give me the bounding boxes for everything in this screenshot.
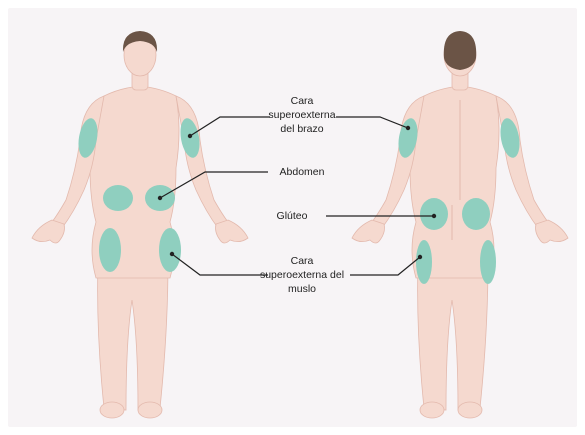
back-zone-gluteus-right [462,198,490,230]
label-arm: Cara superoexterna del brazo [262,94,342,136]
label-thigh-line-3: muslo [252,282,352,296]
back-body-silhouette [352,34,568,418]
dot-thigh-front [170,252,174,256]
label-abdomen-line-1: Abdomen [262,165,342,179]
label-thigh-line-2: superoexterna del [252,268,352,282]
back-hair [444,31,476,70]
leader-arm-front [190,117,270,136]
label-thigh-line-1: Cara [252,254,352,268]
back-zone-thigh-right [480,240,496,284]
dot-arm-front [188,134,192,138]
front-zone-thigh-right [159,228,181,272]
label-arm-line-1: Cara [262,94,342,108]
label-arm-line-3: del brazo [262,122,342,136]
label-thigh: Cara superoexterna del muslo [252,254,352,296]
dot-abdomen [158,196,162,200]
back-zone-thigh-left [416,240,432,284]
leader-thigh-back [350,257,420,275]
leader-arm-back [336,117,408,128]
front-zone-abdomen-left [103,185,133,211]
dot-thigh-back [418,255,422,259]
front-zone-thigh-left [99,228,121,272]
label-arm-line-2: superoexterna [262,108,342,122]
back-body [352,31,568,418]
dot-gluteus [432,214,436,218]
dot-arm-back [406,126,410,130]
front-body [32,31,248,418]
label-gluteus-line-1: Glúteo [262,209,322,223]
label-gluteus: Glúteo [262,209,322,223]
front-body-silhouette [32,34,248,418]
label-abdomen: Abdomen [262,165,342,179]
